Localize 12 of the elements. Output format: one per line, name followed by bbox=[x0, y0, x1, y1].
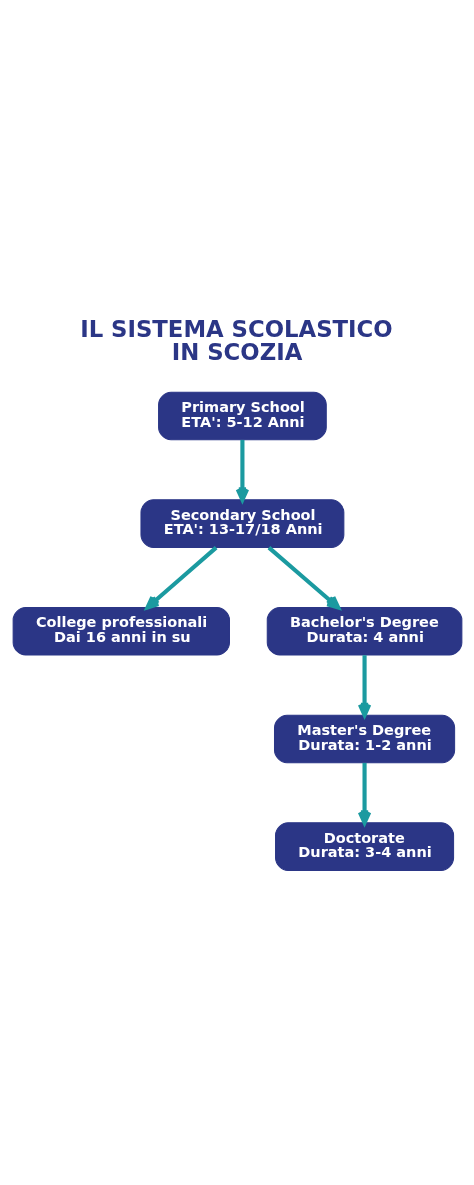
arrow bbox=[144, 545, 217, 609]
node-box: Bachelor's Degree Durata: 4 anni bbox=[266, 606, 462, 656]
diagram-title: IL SISTEMA SCOLASTICO IN SCOZIA bbox=[79, 315, 393, 365]
node-box: Master's Degree Durata: 1-2 anni bbox=[273, 714, 455, 763]
arrow bbox=[267, 545, 340, 609]
arrow bbox=[357, 762, 371, 825]
node-box: Doctorate Durata: 3-4 anni bbox=[274, 821, 454, 871]
node-box: Primary School ETA': 5-12 Anni bbox=[157, 391, 327, 440]
node-box: Secondary School ETA': 13-17/18 Anni bbox=[139, 498, 344, 548]
node-box: College professionali Dai 16 anni in su bbox=[12, 606, 230, 656]
arrow bbox=[235, 439, 249, 502]
arrow bbox=[357, 654, 371, 717]
